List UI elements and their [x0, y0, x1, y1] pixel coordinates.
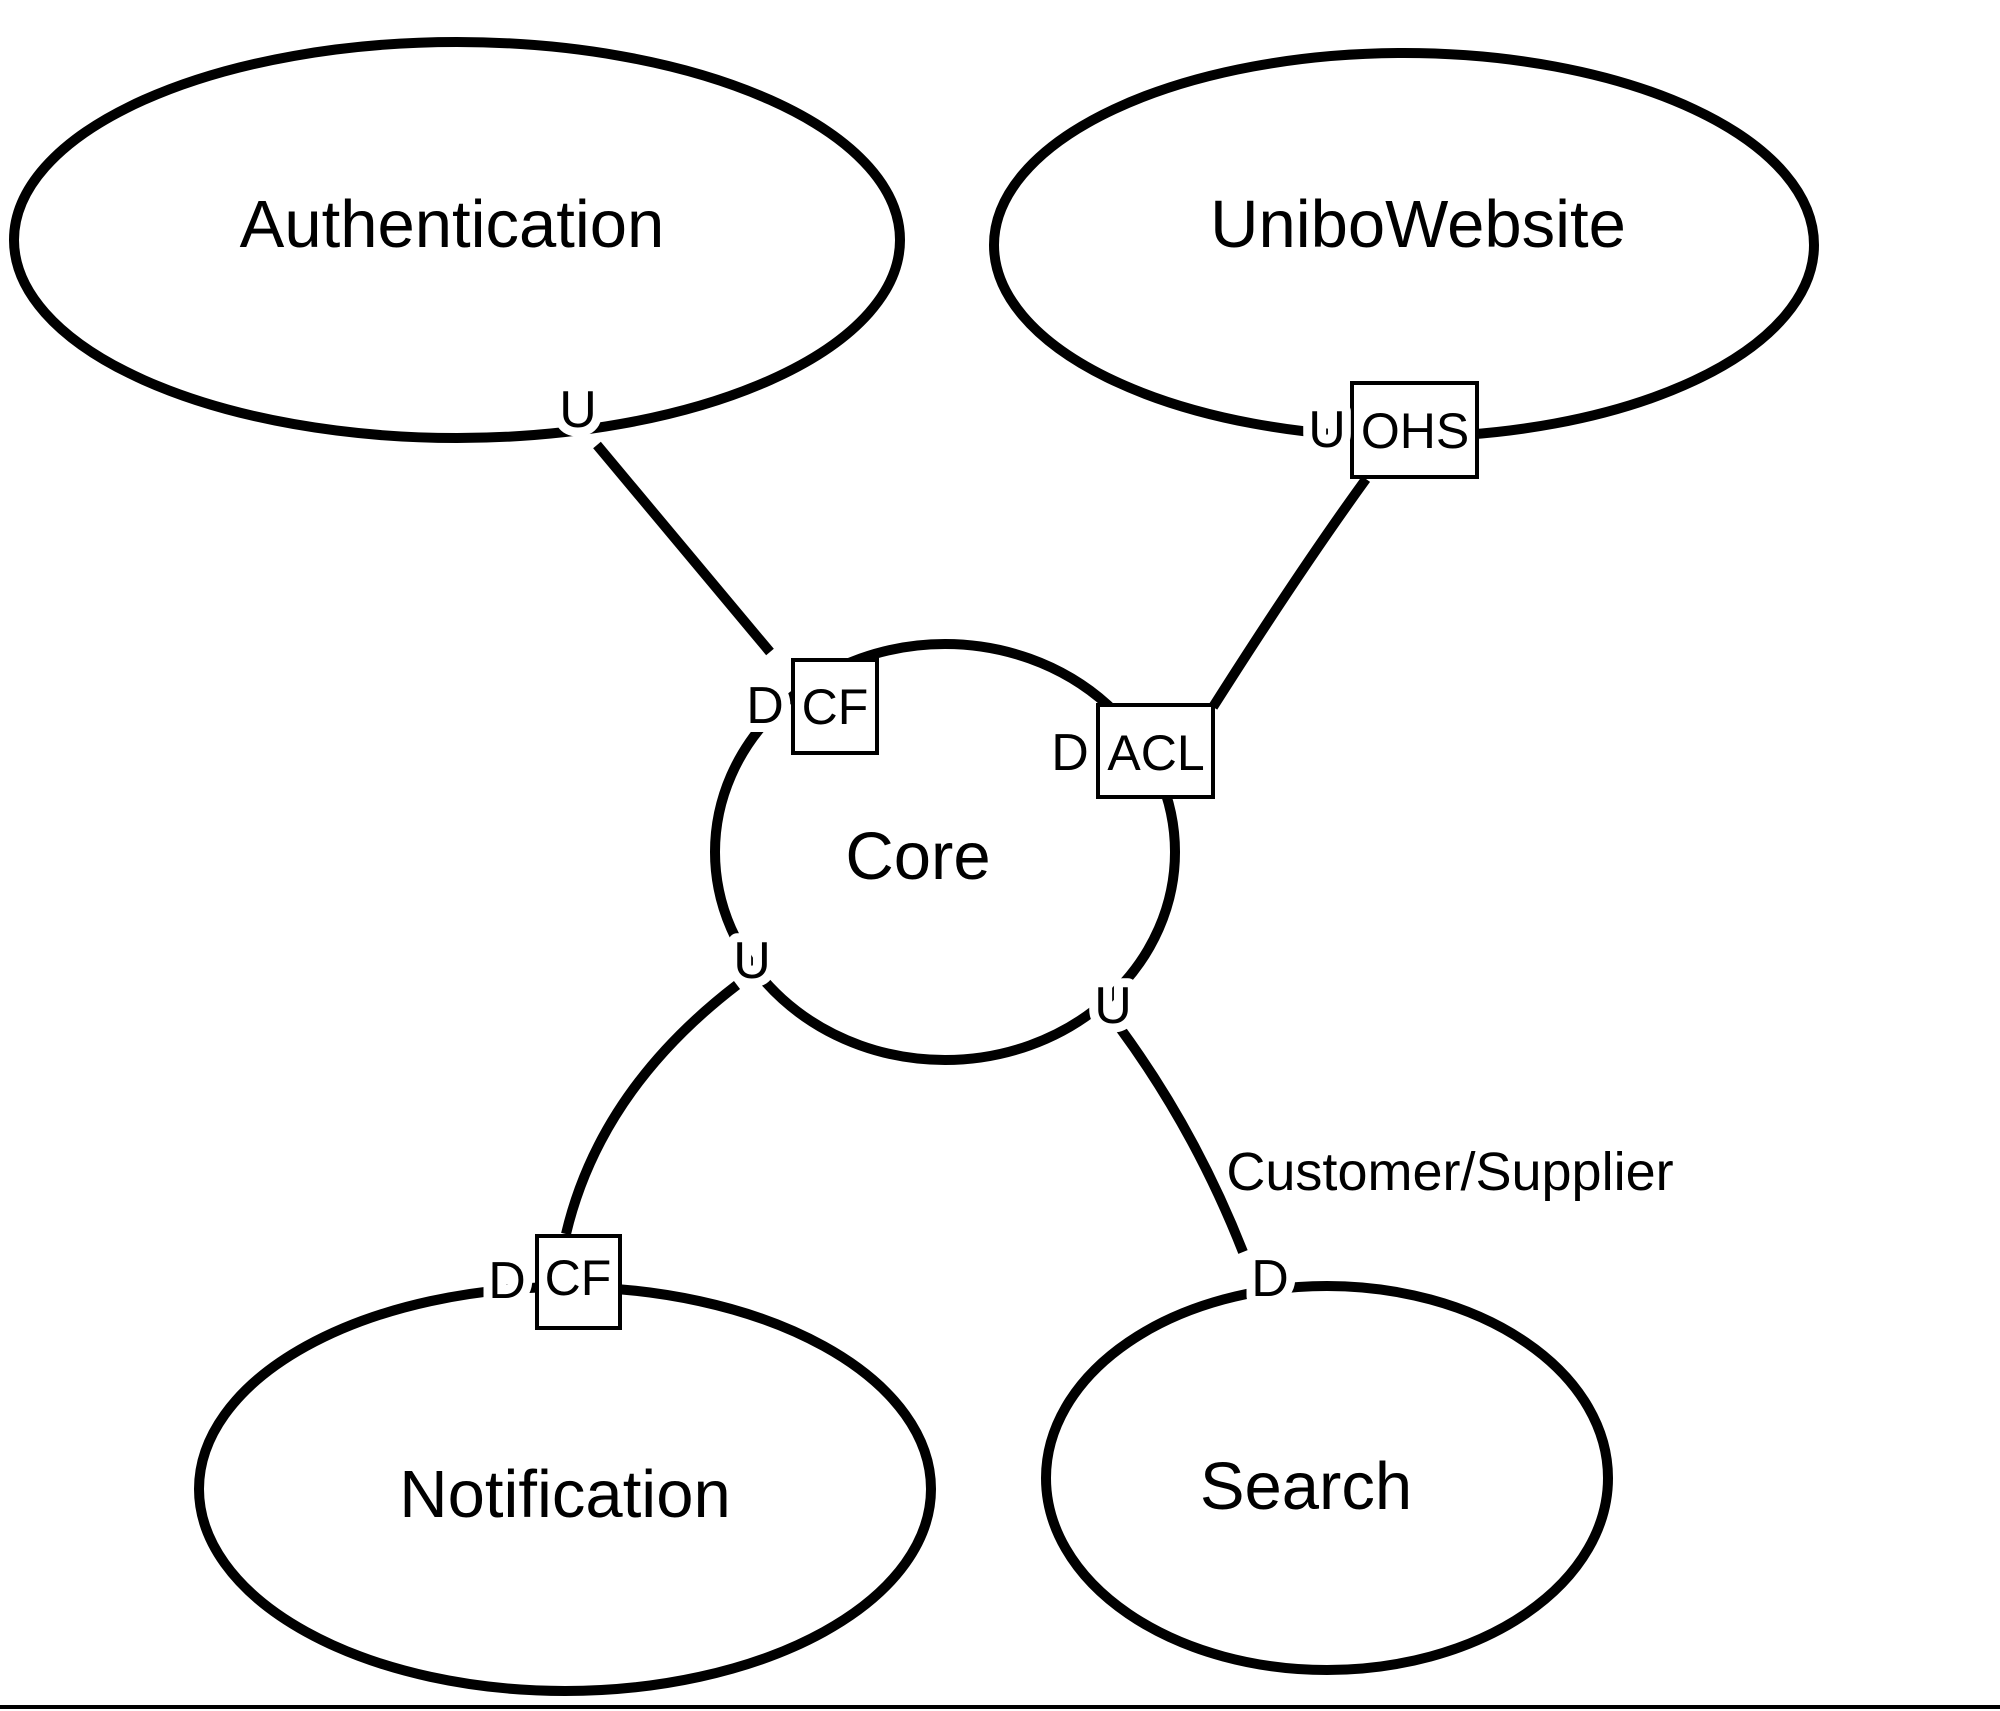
node-label-unibowebsite: UniboWebsite [1210, 187, 1626, 262]
pattern-box-cf-core [791, 658, 879, 755]
node-label-search: Search [1200, 1449, 1412, 1524]
pattern-label-ohs-unibowebsite: OHS [1361, 403, 1469, 459]
upstream-marker-core-left: U [733, 932, 771, 990]
pattern-label-acl-core: ACL [1107, 725, 1204, 781]
pattern-box-cf-notification [535, 1234, 622, 1330]
connector-authentication-core [593, 441, 774, 656]
connector-core-search [1115, 1025, 1248, 1254]
node-label-notification: Notification [399, 1457, 730, 1532]
upstream-marker-authentication: U [559, 381, 597, 439]
downstream-marker-search: D [1251, 1250, 1289, 1308]
node-label-core: Core [845, 819, 990, 894]
downstream-marker-core-acl: D [1051, 724, 1089, 782]
pattern-label-cf-core: CF [802, 679, 869, 735]
pattern-label-cf-notification: CF [545, 1250, 612, 1306]
upstream-marker-unibowebsite: U [1308, 401, 1346, 459]
node-label-authentication: Authentication [240, 187, 665, 262]
node-shape-authentication [9, 37, 905, 443]
pattern-box-acl-core [1096, 703, 1215, 799]
relationship-label-customer-supplier: Customer/Supplier [1226, 1142, 1673, 1202]
connector-core-notification [561, 981, 741, 1236]
node-shape-search [1041, 1281, 1613, 1675]
upstream-marker-core-right: U [1094, 977, 1132, 1035]
connector-unibowebsite-core [1208, 476, 1371, 710]
downstream-marker-notification: D [488, 1252, 526, 1310]
downstream-marker-core-cf: D [746, 677, 784, 735]
pattern-box-ohs-unibowebsite [1350, 381, 1479, 479]
page-bottom-rule [0, 1705, 2000, 1709]
